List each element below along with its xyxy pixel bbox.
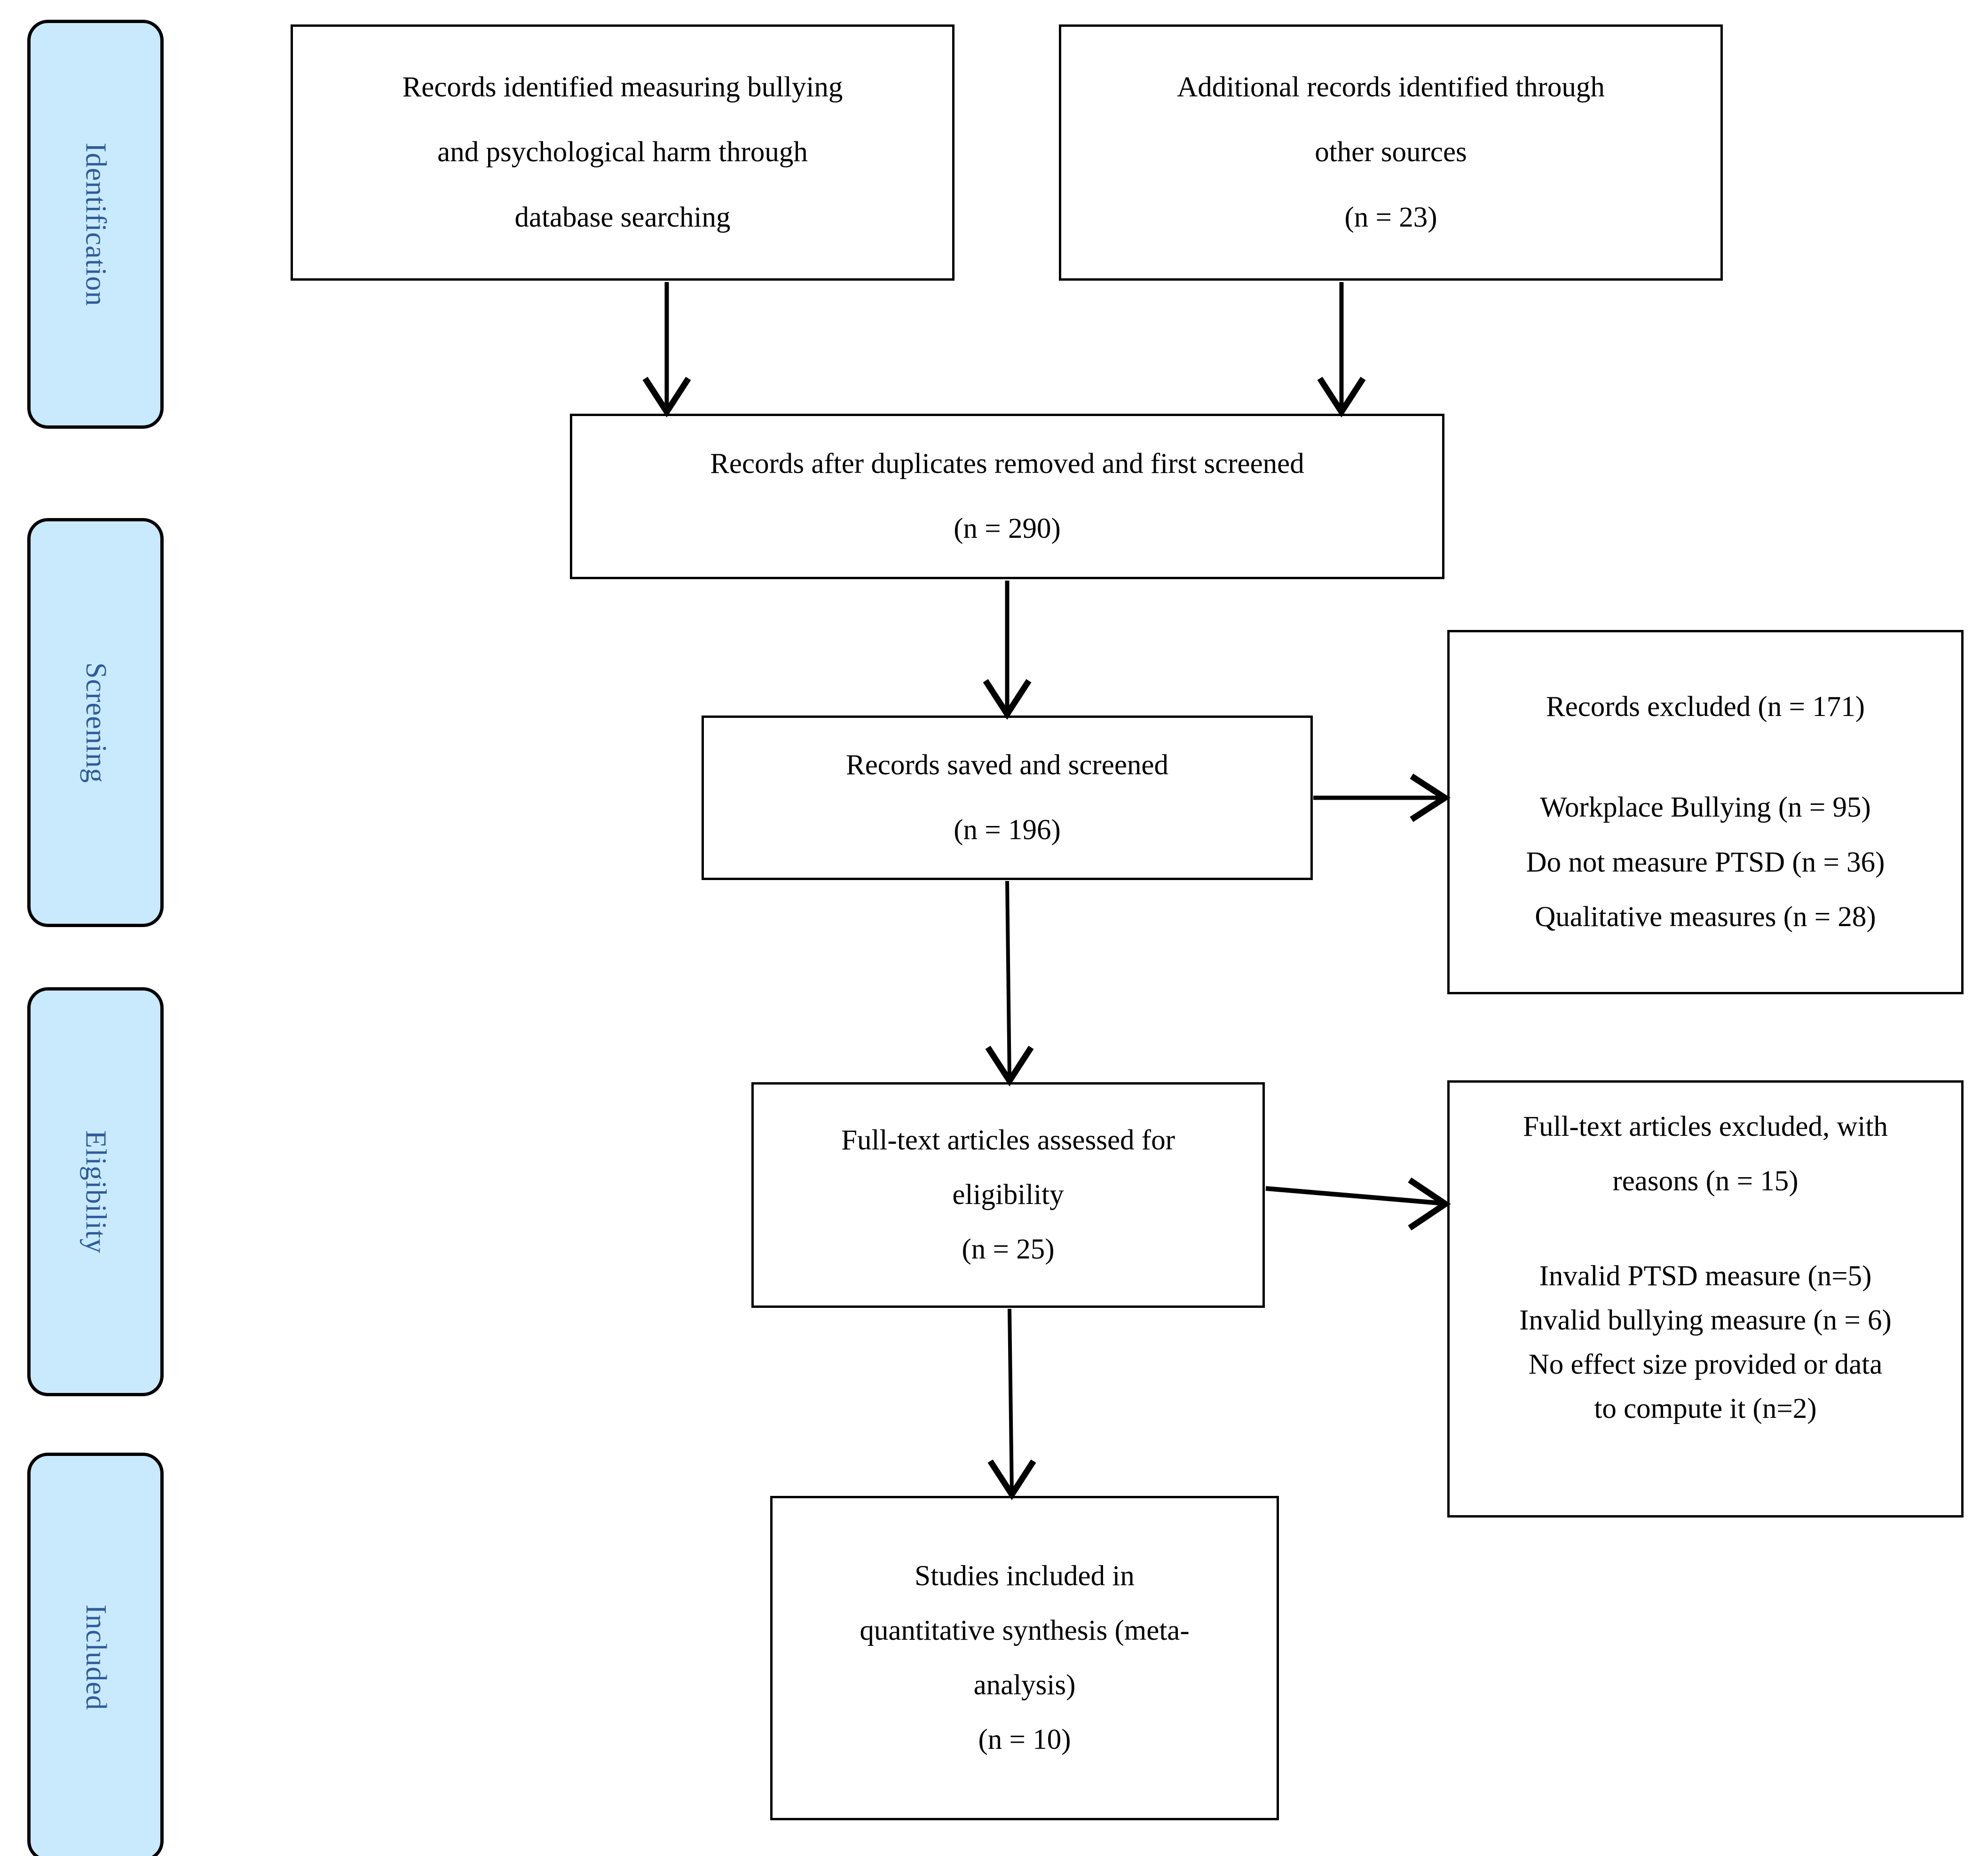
records-excluded-reason: Workplace Bullying (n = 95) [1540,792,1871,824]
box-studies-included-meta-analysis: Studies included in quantitative synthes… [770,1496,1279,1820]
arrow-records-screened-to-records-excluded [1313,773,1451,822]
arrow-after-duplicates-to-records-screened [983,581,1032,720]
fulltext-excluded-reason: Invalid bullying measure (n = 6) [1519,1305,1892,1337]
fulltext-excluded-reason: No effect size provided or data [1528,1349,1883,1381]
box-line: quantitative synthesis (meta- [860,1614,1190,1646]
box-line: Additional records identified through [1177,71,1605,103]
box-records-identified-database-searching: Records identified measuring bullying an… [291,24,955,281]
records-excluded-reason: Qualitative measures (n = 28) [1535,901,1876,933]
arrow-records-screened-to-fulltext-assessed [985,881,1034,1086]
box-records-saved-and-screened: Records saved and screened (n = 196) [702,716,1313,880]
arrow-other-sources-to-after-duplicates [1317,282,1366,417]
box-line: (n = 196) [954,814,1061,846]
stage-pill-eligibility: Eligibility [27,987,164,1396]
records-excluded-heading: Records excluded (n = 171) [1546,691,1865,723]
arrow-fulltext-assessed-to-fulltext-excluded [1265,1177,1451,1231]
arrow-fulltext-assessed-to-studies-included [987,1308,1036,1500]
box-line: Full-text articles assessed for [841,1124,1175,1156]
box-line: eligibility [952,1179,1064,1211]
box-line: Studies included in [915,1560,1135,1592]
box-line: Records after duplicates removed and fir… [710,448,1304,480]
box-line: (n = 10) [978,1724,1071,1756]
stage-pill-included: Included [27,1453,164,1856]
box-line: (n = 290) [954,513,1061,544]
box-line: Records saved and screened [846,749,1168,781]
stage-pill-identification: Identification [27,20,164,429]
box-line: and psychological harm through [437,136,808,168]
stage-pill-screening: Screening [27,518,164,927]
box-line: (n = 25) [962,1234,1055,1266]
box-line: database searching [514,201,731,233]
box-line: other sources [1315,136,1467,168]
box-additional-records-other-sources: Additional records identified through ot… [1059,24,1723,281]
box-fulltext-articles-excluded: Full-text articles excluded, with reason… [1447,1080,1964,1518]
fulltext-excluded-reason: to compute it (n=2) [1594,1393,1817,1425]
box-line: (n = 23) [1344,201,1437,233]
records-excluded-reason: Do not measure PTSD (n = 36) [1526,846,1885,878]
fulltext-excluded-reason: Invalid PTSD measure (n=5) [1539,1260,1872,1292]
fulltext-excluded-heading: reasons (n = 15) [1612,1165,1799,1197]
box-records-excluded: Records excluded (n = 171) Workplace Bul… [1447,630,1964,994]
box-line: Records identified measuring bullying [402,71,843,103]
box-fulltext-articles-assessed: Full-text articles assessed for eligibil… [751,1082,1265,1308]
box-records-after-duplicates-removed: Records after duplicates removed and fir… [570,414,1444,579]
box-line: analysis) [973,1669,1076,1701]
fulltext-excluded-heading: Full-text articles excluded, with [1523,1111,1888,1142]
arrow-db-search-to-after-duplicates [642,282,691,417]
